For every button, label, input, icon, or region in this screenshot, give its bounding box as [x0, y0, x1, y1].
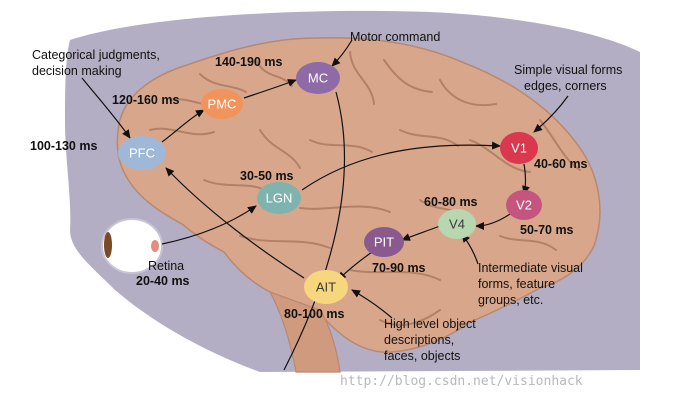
- node-pit-label: PIT: [374, 235, 394, 250]
- arrow-v2-v4: [475, 213, 511, 230]
- timing-lgn: 30-50 ms: [240, 169, 294, 183]
- node-pfc: PFC: [118, 136, 166, 170]
- pointer-categorical: [81, 77, 131, 139]
- node-pfc-shape: [118, 136, 166, 170]
- timing-pfc: 100-130 ms: [30, 139, 97, 153]
- node-pmc-shape: [201, 89, 243, 119]
- annotation-categorical: Categorical judgments, decision making: [32, 48, 163, 78]
- pointer-simple: [533, 95, 569, 133]
- timing-pit: 70-90 ms: [372, 261, 426, 275]
- annotation-motor-command: Motor command: [350, 30, 440, 44]
- retina-label: Retina: [148, 259, 184, 273]
- eye-icon: [101, 218, 163, 274]
- annotation-intermediate-visual: Intermediate visual forms, feature group…: [478, 261, 586, 307]
- node-mc-label: MC: [308, 71, 328, 86]
- node-lgn: LGN: [257, 182, 301, 214]
- node-ait-shape: [304, 270, 348, 304]
- node-v4-label: V4: [449, 217, 465, 232]
- node-v1-shape: [500, 132, 538, 164]
- node-lgn-shape: [257, 182, 301, 214]
- annotation-high-level: High level object descriptions, faces, o…: [384, 317, 479, 363]
- node-pfc-label: PFC: [129, 146, 155, 161]
- annotation-simple-visual: Simple visual forms edges, corners: [514, 63, 626, 93]
- watermark-text: http://blog.csdn.net/visionhack: [340, 374, 583, 389]
- brain-stem: [268, 290, 341, 373]
- node-pmc: PMC: [201, 89, 243, 119]
- arrow-v4-pit: [401, 225, 441, 241]
- node-ait: AIT: [304, 270, 348, 304]
- pointer-motor: [331, 39, 353, 67]
- node-v1: V1: [500, 132, 538, 164]
- motor-output-line: [283, 91, 346, 371]
- node-mc-shape: [296, 62, 340, 94]
- arrow-retina-lgn: [161, 205, 257, 245]
- node-v2-label: V2: [516, 198, 532, 213]
- timing-retina: 20-40 ms: [136, 274, 190, 288]
- node-mc: MC: [296, 62, 340, 94]
- arrow-pmc-mc: [243, 79, 297, 99]
- node-v2: V2: [506, 190, 542, 220]
- timing-ait: 80-100 ms: [284, 307, 345, 321]
- timing-mc: 140-190 ms: [215, 55, 282, 69]
- node-pit-shape: [364, 227, 404, 257]
- arrow-pfc-pmc: [161, 109, 205, 143]
- timing-v4: 60-80 ms: [424, 195, 478, 209]
- node-lgn-label: LGN: [266, 191, 293, 206]
- brain-shape: [116, 36, 601, 353]
- arrow-lgn-v1: [301, 141, 501, 191]
- node-v4: V4: [438, 209, 476, 239]
- arrow-ait-pfc: [165, 167, 305, 279]
- node-v1-label: V1: [511, 141, 527, 156]
- pointer-high: [351, 289, 393, 319]
- node-pit: PIT: [364, 227, 404, 257]
- timing-pmc: 120-160 ms: [112, 93, 179, 107]
- node-pmc-label: PMC: [208, 97, 237, 112]
- node-ait-label: AIT: [316, 280, 336, 295]
- brain-sulci: [149, 51, 581, 326]
- node-v4-shape: [438, 209, 476, 239]
- timing-v2: 50-70 ms: [520, 223, 574, 237]
- node-v2-shape: [506, 190, 542, 220]
- timing-v1: 40-60 ms: [534, 157, 588, 171]
